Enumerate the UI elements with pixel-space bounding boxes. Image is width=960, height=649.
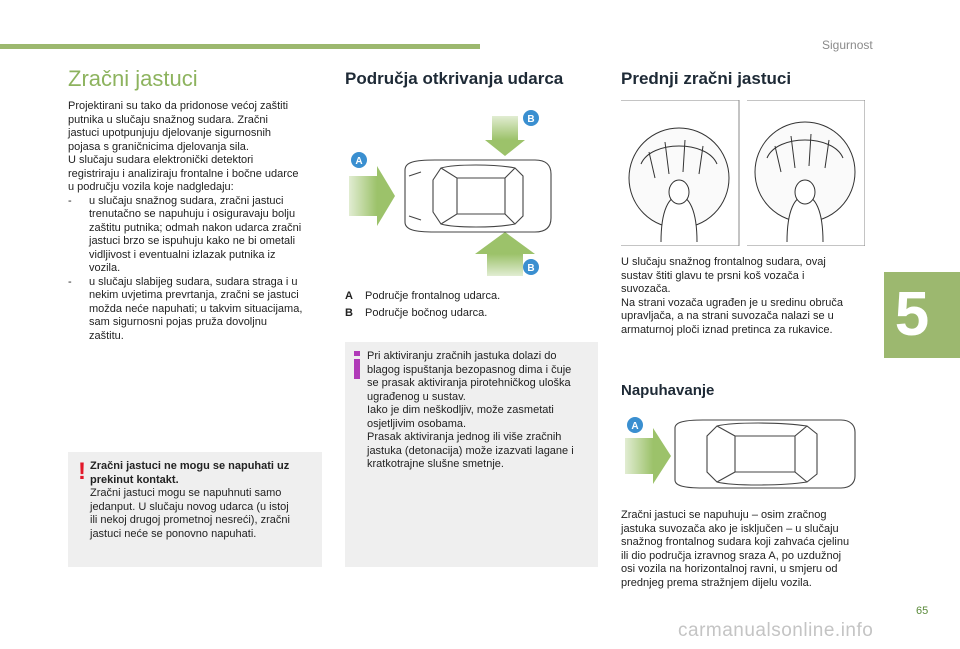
warning-text: Zračni jastuci ne mogu se napuhati uz pr… — [90, 460, 290, 540]
front-impact-arrow — [625, 428, 671, 484]
section-title-front-airbags: Prednji zračni jastuci — [621, 69, 792, 88]
front-airbags-text: U slučaju snažnog frontalnog sudara, ova… — [621, 256, 881, 337]
text-line: osi vozila na horizontalnoj ravni, u smj… — [621, 563, 838, 575]
airbag-passenger-illustration — [747, 100, 865, 246]
text-line: jastuka suvozača ako je isključen – u sl… — [621, 522, 839, 535]
legend-text: Područje frontalnog udarca. — [365, 290, 501, 302]
inflation-figure: A — [625, 417, 856, 489]
badge-b-top: B — [523, 110, 539, 126]
text-line: armaturnoj ploči iznad pretinca za rukav… — [621, 323, 833, 336]
text-line: sustav štiti glavu te prsni koš vozača i — [621, 269, 805, 282]
text-line: jastuci upotpunjuju djelovanje sigurnosn… — [68, 127, 272, 139]
legend-row-a: A Područje frontalnog udarca. — [345, 290, 500, 302]
text-line: u području vozila koje nadgledaju: — [68, 181, 234, 193]
legend-text: Područje bočnog udarca. — [365, 307, 488, 319]
list-item: u slučaju snažnog sudara, zračni jastuci… — [68, 195, 328, 276]
text-line: registriraju i analiziraju frontalne i b… — [68, 167, 299, 180]
intro-text: Projektirani su tako da pridonose većoj … — [68, 100, 328, 343]
info-icon — [354, 351, 360, 379]
text-line: U slučaju snažnog frontalnog sudara, ova… — [621, 256, 826, 268]
text-line: Projektirani su tako da pridonose većoj … — [68, 100, 289, 112]
legend-key: A — [345, 290, 353, 302]
chapter-tab: 5 — [884, 272, 960, 358]
page-title: Zračni jastuci — [68, 66, 198, 91]
text-line: Na strani vozača ugrađen je u sredinu ob… — [621, 296, 843, 309]
warning-box: ! Zračni jastuci ne mogu se napuhati uz … — [68, 452, 322, 567]
badge-a: A — [627, 417, 643, 433]
info-text: Pri aktiviranju zračnih jastuka dolazi d… — [367, 350, 574, 470]
chapter-number: 5 — [894, 280, 930, 349]
text-line: putnika u slučaju snažnog sudara. Zračni — [68, 113, 268, 126]
side-impact-arrow-bottom — [475, 232, 535, 276]
section-title-inflation: Napuhavanje — [621, 382, 715, 399]
airbag-driver-illustration — [621, 100, 740, 246]
info-box: Pri aktiviranju zračnih jastuka dolazi d… — [345, 342, 598, 567]
text-line: snažnog frontalnog sudara koji zahvaća c… — [621, 536, 850, 548]
header-accent-bar — [0, 44, 480, 49]
svg-text:B: B — [527, 114, 534, 125]
front-airbags-figure — [621, 100, 865, 246]
inflation-text: Zračni jastuci se napuhuju – osim zračno… — [621, 509, 881, 590]
svg-text:A: A — [631, 421, 638, 432]
side-impact-arrow-top — [485, 116, 525, 156]
text-line: prednjeg prema stražnjem dijelu vozila. — [621, 576, 812, 589]
warning-icon: ! — [78, 458, 86, 485]
text-line: ili dio područja izravnog sraza A, po uz… — [621, 549, 842, 562]
detection-list: u slučaju snažnog sudara, zračni jastuci… — [68, 195, 328, 344]
car-top-view — [674, 419, 856, 489]
watermark: carmanualsonline.info — [678, 620, 874, 641]
legend-row-b: B Područje bočnog udarca. — [345, 307, 487, 319]
svg-text:B: B — [527, 263, 534, 274]
svg-text:A: A — [355, 156, 362, 167]
text-line: U slučaju sudara elektronički detektori — [68, 154, 254, 166]
section-title-impact-zones: Područja otkrivanja udarca — [345, 69, 564, 88]
list-item: u slučaju slabijeg sudara, sudara straga… — [68, 276, 328, 344]
front-impact-arrow — [349, 166, 395, 226]
impact-zones-figure: B A B — [349, 110, 552, 276]
text-line: pojasa s graničnicima djelovanja sila. — [68, 140, 249, 153]
section-tag: Sigurnost — [822, 38, 873, 52]
page-number: 65 — [916, 605, 929, 617]
text-line: upravljača, a na strani suvozača nalazi … — [621, 310, 834, 322]
badge-b-bottom: B — [523, 259, 539, 275]
badge-a: A — [351, 152, 367, 168]
legend-key: B — [345, 307, 353, 319]
text-line: Zračni jastuci se napuhuju – osim zračno… — [621, 509, 827, 521]
car-top-view — [404, 159, 552, 233]
text-line: suvozača. — [621, 283, 671, 295]
